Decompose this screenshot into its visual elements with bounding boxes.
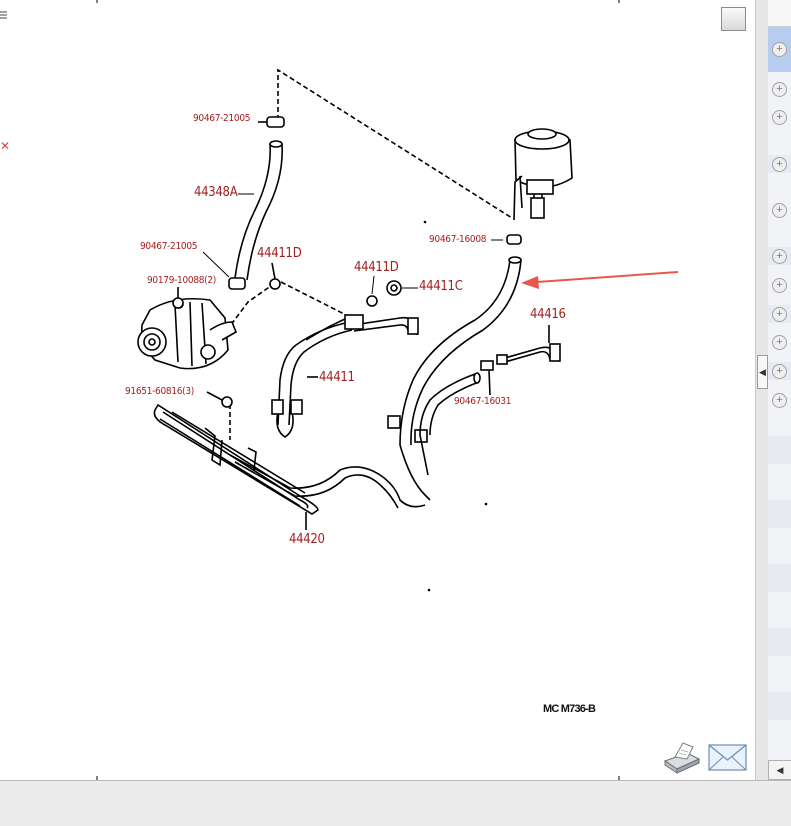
pressure-tube-44411 — [271, 314, 419, 438]
label-clamp-upper: 90467-21005 — [193, 113, 251, 124]
zoom-row[interactable]: + — [768, 201, 791, 219]
diagram-code: MC M736-B — [543, 703, 596, 715]
close-mark-icon[interactable]: ✕ — [0, 139, 11, 153]
zoom-row[interactable]: + — [768, 108, 791, 126]
clamp-upper — [258, 116, 285, 128]
parts-diagram — [96, 0, 679, 780]
list-row-blank — [768, 436, 791, 464]
zoom-in-icon[interactable]: + — [772, 42, 787, 57]
label-clamp-reservoir: 90467-16008 — [429, 234, 487, 245]
cooler-44420 — [153, 403, 426, 530]
zoom-row[interactable]: + — [768, 276, 791, 294]
label-bolt-cooler: 91651-60816(3) — [125, 386, 195, 397]
zoom-row[interactable]: + — [768, 305, 791, 323]
printer-icon[interactable] — [661, 741, 701, 775]
zoom-row[interactable]: + — [768, 391, 791, 409]
reservoir-hose — [387, 256, 522, 501]
maximize-icon[interactable] — [721, 7, 746, 31]
collapse-left-icon[interactable]: ◀ — [757, 355, 768, 389]
crop-marks — [96, 0, 620, 780]
status-bar — [0, 780, 791, 826]
zoom-in-icon[interactable]: + — [772, 81, 787, 97]
label-return-tube: 44416 — [530, 307, 566, 322]
bolt-cooler — [206, 391, 233, 408]
power-steering-pump — [137, 297, 238, 370]
zoom-in-icon[interactable]: + — [772, 156, 787, 172]
indicator-arrow — [521, 271, 679, 289]
mail-icon[interactable] — [708, 743, 748, 773]
list-row-blank — [768, 500, 791, 528]
return-hose-lower — [419, 360, 494, 476]
zoom-row[interactable]: + — [768, 80, 791, 98]
zoom-row[interactable]: + — [768, 155, 791, 173]
menu-icon[interactable] — [0, 8, 8, 19]
zoom-in-icon[interactable]: + — [772, 363, 787, 379]
label-union-right: 44411D — [354, 260, 399, 275]
label-bolt-pump: 90179-10088(2) — [147, 275, 217, 286]
bolt-pump — [172, 287, 184, 309]
label-cooler: 44420 — [289, 532, 325, 547]
union-bolt-right — [366, 295, 378, 307]
zoom-in-icon[interactable]: + — [772, 306, 787, 322]
reservoir — [513, 128, 573, 221]
union-c — [386, 280, 402, 296]
leader-lines — [202, 193, 503, 295]
zoom-in-icon[interactable]: + — [772, 248, 787, 264]
list-row-blank — [768, 564, 791, 592]
clamp-lower — [228, 277, 246, 290]
zoom-row[interactable]: + — [768, 333, 791, 351]
label-hose-return: 44348A — [194, 185, 238, 200]
label-clamp-lower: 90467-21005 — [140, 241, 198, 252]
label-clamp-return: 90467-16031 — [454, 396, 512, 407]
zoom-in-icon[interactable]: + — [772, 277, 787, 293]
right-panel: + + + + + + + + + + + ◀ — [768, 0, 791, 780]
return-tube-44416 — [496, 325, 561, 365]
reference-dashed-lines — [229, 68, 513, 440]
zoom-in-icon[interactable]: + — [772, 202, 787, 218]
union-bolt-left — [269, 262, 281, 290]
zoom-row-selected[interactable]: + — [768, 27, 791, 72]
panel-splitter[interactable]: ◀ — [755, 0, 769, 780]
panel-header — [768, 0, 791, 27]
label-union-c: 44411C — [419, 279, 463, 294]
list-row-blank — [768, 692, 791, 720]
zoom-in-icon[interactable]: + — [772, 109, 787, 125]
list-row-blank — [768, 628, 791, 656]
diagram-canvas: 90467-21005 44348A 90467-21005 44411D 90… — [0, 0, 748, 780]
zoom-row[interactable]: + — [768, 247, 791, 265]
zoom-in-icon[interactable]: + — [772, 334, 787, 350]
scroll-left-icon[interactable]: ◀ — [768, 760, 791, 780]
label-union-left: 44411D — [257, 246, 302, 261]
zoom-row[interactable]: + — [768, 362, 791, 380]
label-pressure-tube: 44411 — [319, 370, 355, 385]
zoom-in-icon[interactable]: + — [772, 392, 787, 408]
clamp-reservoir — [506, 234, 522, 245]
hose-44348A — [234, 140, 283, 281]
